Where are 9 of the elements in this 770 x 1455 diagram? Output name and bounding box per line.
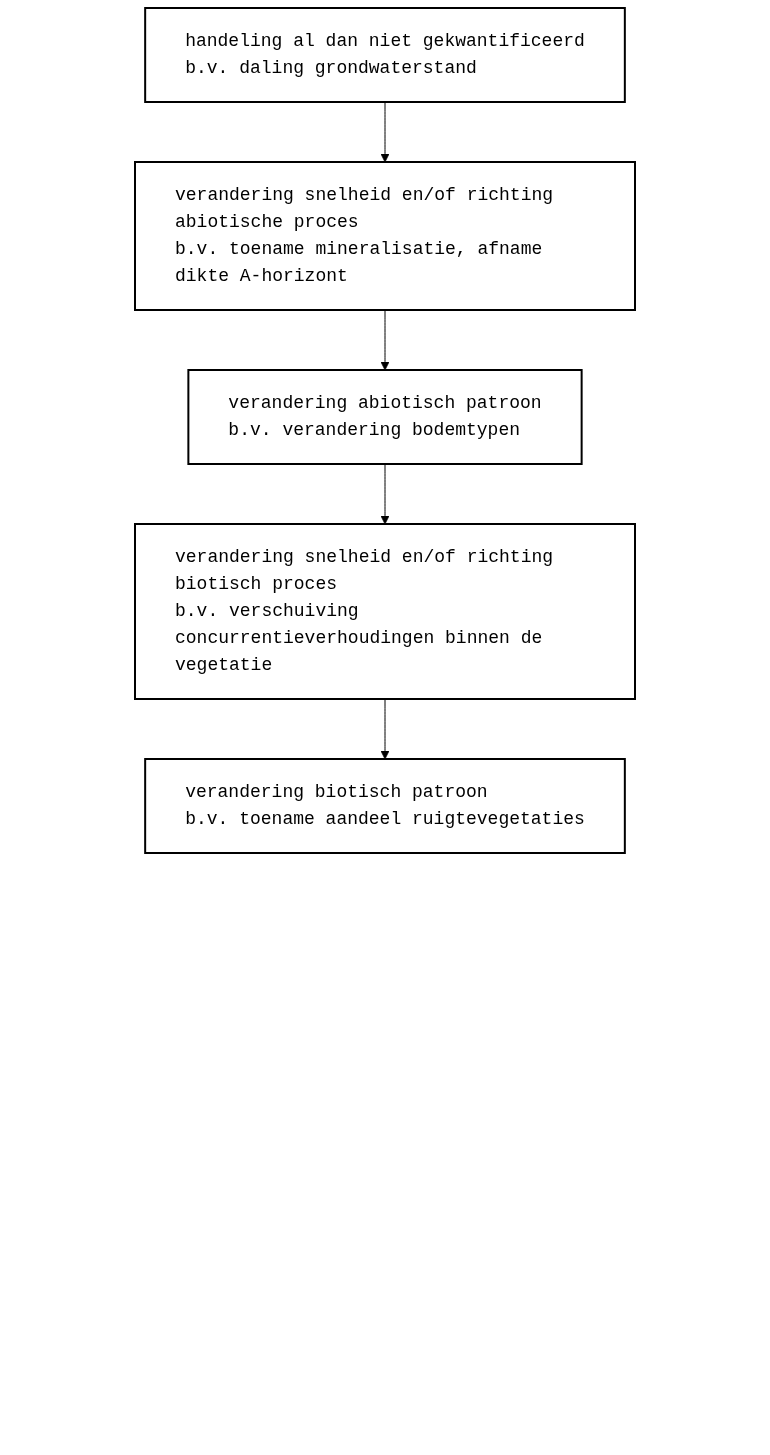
arrow	[380, 101, 390, 163]
arrow	[380, 309, 390, 371]
node-box: verandering abiotisch patroon b.v. verandering bodemtypen	[187, 369, 583, 465]
arrow	[380, 698, 390, 760]
node-box: verandering snelheid en/of richting biotisch proces b.v. verschuiving concurrentieverhoudingen binnen de vegetatie	[134, 523, 636, 700]
node-box: handeling al dan niet gekwantificeerd b.v. daling grondwaterstand	[144, 7, 626, 103]
arrow	[380, 463, 390, 525]
node-box: verandering snelheid en/of richting abiotische proces b.v. toename mineralisatie, afname dikte A-horizont	[134, 161, 636, 311]
node-box: verandering biotisch patroon b.v. toename aandeel ruigtevegetaties	[144, 758, 626, 854]
